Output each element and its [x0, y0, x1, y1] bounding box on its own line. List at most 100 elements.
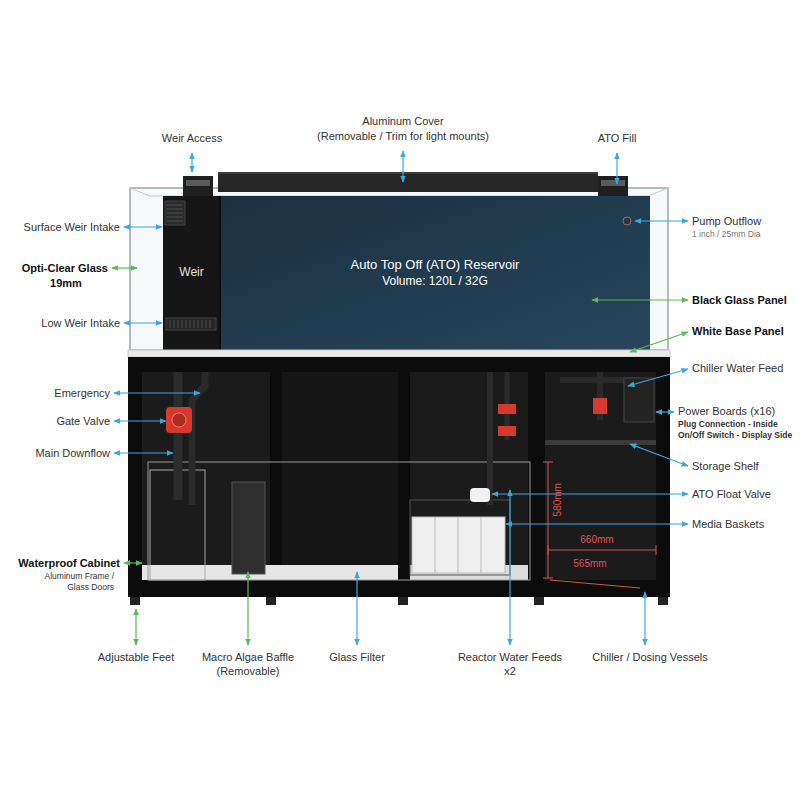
ato-float-valve [470, 488, 490, 502]
leader-arrow [402, 151, 403, 182]
leader-arrow [247, 572, 248, 645]
callout-label: ATO Float Valve [692, 488, 771, 501]
leader-arrow [506, 523, 688, 524]
foot [266, 597, 276, 605]
leader-arrow [656, 411, 674, 412]
leader-arrow [616, 153, 617, 184]
callout-label: Glass Filter [329, 651, 385, 664]
sump-glass [148, 462, 530, 580]
reactor-valve [498, 404, 516, 414]
leader-arrow [644, 592, 645, 645]
leader-arrow [630, 332, 688, 352]
foot [130, 597, 140, 605]
callout-label: Waterproof Cabinet [18, 557, 120, 570]
callout-label: Storage Shelf [692, 460, 759, 473]
callout-label: White Base Panel [692, 325, 784, 338]
leader-arrow [630, 444, 688, 466]
dimension-line [550, 580, 640, 588]
reservoir-panel: Auto Top Off (ATO) ReservoirVolume: 120L… [220, 196, 650, 350]
foot [534, 597, 544, 605]
ato-fill-lid [598, 176, 628, 196]
node-title: Weir [179, 265, 203, 281]
foot [398, 597, 408, 605]
dimension-line [548, 545, 656, 555]
surface-weir-grill [165, 201, 185, 225]
macro-algae-baffle [232, 482, 265, 574]
callout-label: Chiller / Dosing Vessels [592, 651, 708, 664]
callout-label: Gate Valve [56, 415, 110, 428]
low-weir-grill [166, 318, 216, 330]
weir-panel: Weir [163, 196, 220, 350]
node-title: Auto Top Off (ATO) Reservoir [351, 257, 520, 274]
leader-arrow [628, 369, 688, 386]
leader-arrow [635, 220, 688, 221]
dimension-label: 660mm [580, 534, 613, 546]
leader-arrow [114, 420, 166, 421]
dimension-label: 565mm [573, 558, 606, 570]
weir-fill [163, 196, 220, 350]
leader-arrow [124, 562, 142, 563]
compartment [545, 372, 656, 580]
weir-wall [219, 196, 221, 350]
callout-label: Surface Weir Intake [24, 221, 120, 234]
callout-label: Power Boards (x16) [678, 405, 775, 418]
callout-note: 19mm [50, 277, 82, 290]
callout-note: Glass Doors [67, 583, 114, 593]
compartment [282, 372, 398, 580]
leader-arrow [114, 392, 200, 393]
callout-label: Reactor Water Feeds [458, 651, 562, 664]
power-board [624, 378, 654, 422]
media-baskets [412, 517, 505, 573]
leader-arrow [114, 452, 173, 453]
media-chamber [410, 500, 510, 575]
weir-access-lid [183, 176, 213, 196]
callout-note: Plug Connection - Inside [678, 420, 778, 430]
callout-label: Media Baskets [692, 518, 764, 531]
chiller-valve [593, 398, 607, 414]
callout-label: Weir Access [162, 132, 222, 145]
lid-highlight [601, 180, 625, 186]
callout-note: (Removable / Trim for light mounts) [317, 130, 489, 143]
main-downflow-pipe [174, 372, 183, 500]
callout-label: Pump Outflow [692, 215, 761, 228]
node-subtitle: Volume: 120L / 32G [382, 274, 488, 290]
tank-glass [130, 188, 668, 350]
callout-label: Black Glass Panel [692, 294, 787, 307]
callout-label: Opti-Clear Glass [22, 262, 108, 275]
gate-valve-wheel [172, 413, 186, 427]
emergency-pipe [192, 372, 205, 505]
dimension-line [543, 462, 553, 578]
callout-note: 1 inch / 25mm Dia [692, 230, 761, 240]
callout-label: Aluminum Cover [362, 115, 443, 128]
dimension-label: 580mm [552, 483, 564, 516]
leader-arrow [124, 322, 162, 323]
leader-arrow [112, 267, 137, 268]
leader-arrow [356, 572, 357, 645]
callout-label: Chiller Water Feed [692, 362, 783, 375]
leader-arrow [592, 299, 688, 300]
gate-valve [166, 407, 192, 433]
callout-label: Adjustable Feet [98, 651, 174, 664]
leader-arrow [124, 226, 162, 227]
callout-label: ATO Fill [598, 132, 637, 145]
aluminum-cover [218, 172, 598, 192]
callout-label: Emergency [54, 387, 110, 400]
callout-label: Low Weir Intake [41, 317, 120, 330]
lid-highlight [186, 180, 210, 186]
callout-label: Macro Algae Baffle [202, 651, 294, 664]
storage-shelf [545, 440, 656, 445]
reservoir-fill [220, 196, 650, 350]
basket-dividers [435, 517, 481, 573]
cabinet-frame [128, 357, 670, 597]
pump-outflow-port [623, 217, 631, 225]
leader-arrow [509, 490, 510, 645]
leader-arrow [191, 153, 192, 172]
cover-highlight [218, 173, 598, 174]
callout-note: Aluminum Frame / [45, 572, 114, 582]
foot [658, 597, 668, 605]
callout-label: Main Downflow [35, 447, 110, 460]
reactor-valve [498, 426, 516, 436]
reactor-pipe [487, 372, 493, 505]
callout-note: On/Off Switch - Display Side [678, 431, 792, 441]
